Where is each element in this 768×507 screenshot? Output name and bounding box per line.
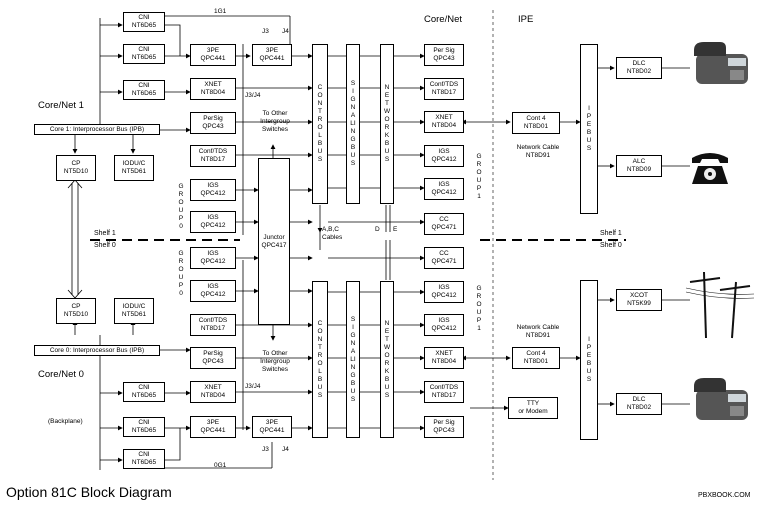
core-net-0-label: Core/Net 0 <box>38 369 84 380</box>
ipe-bus-bottom: IPE BUS <box>580 280 598 440</box>
core-net-region-label: Core/Net <box>424 14 463 25</box>
analog-phone-icon <box>692 153 728 184</box>
ipb-core-0: Core 0: Interprocessor Bus (IPB) <box>34 345 160 356</box>
shelf-0-right-label: Shelf 0 <box>600 242 622 249</box>
j3j4-bottom-label: J3/J4 <box>245 383 261 390</box>
network-bus-top: NETWORK BUS <box>380 44 394 204</box>
core-net-1-label: Core/Net 1 <box>38 100 84 111</box>
telephone-pole-icon <box>685 271 755 339</box>
group-1-label-top: GROUP 1 <box>476 153 482 200</box>
ipe-region-label: IPE <box>518 14 534 25</box>
0g1-label: 0G1 <box>214 462 227 469</box>
digital-phone-icon <box>694 378 748 420</box>
digital-phone-icon <box>694 42 748 84</box>
j4-bottom-label: J4 <box>282 446 289 453</box>
shelf-0-left-label: Shelf 0 <box>94 242 116 249</box>
control-bus-bottom: CONTROL BUS <box>312 281 328 438</box>
footer-credit: PBXBOOK.COM <box>698 492 751 499</box>
control-bus-top: CONTROL BUS <box>312 44 328 204</box>
j3-bottom-label: J3 <box>262 446 269 453</box>
j4-top-label: J4 <box>282 28 289 35</box>
network-bus-bottom: NETWORK BUS <box>380 281 394 438</box>
signaling-bus-bottom: SIGNALING BUS <box>346 281 360 438</box>
ipe-bus-top: IPE BUS <box>580 44 598 214</box>
diagram-title: Option 81C Block Diagram <box>6 484 172 500</box>
signaling-bus-top: SIGNALING BUS <box>346 44 360 204</box>
backplane-label: (Backplane) <box>48 418 83 425</box>
group-1-label-bottom: GROUP 1 <box>476 285 482 332</box>
ipb-core-1: Core 1: Interprocessor Bus (IPB) <box>34 124 160 135</box>
shelf-1-left-label: Shelf 1 <box>94 230 116 237</box>
j3j4-top-label: J3/J4 <box>245 92 261 99</box>
group-0-label-top: GROUP 0 <box>178 183 184 230</box>
group-0-label-bottom: GROUP 0 <box>178 250 184 297</box>
shelf-1-right-label: Shelf 1 <box>600 230 622 237</box>
d-label: D <box>375 226 380 233</box>
1g1-label: 1G1 <box>214 8 227 15</box>
e-label: E <box>393 226 398 233</box>
j3-top-label: J3 <box>262 28 269 35</box>
